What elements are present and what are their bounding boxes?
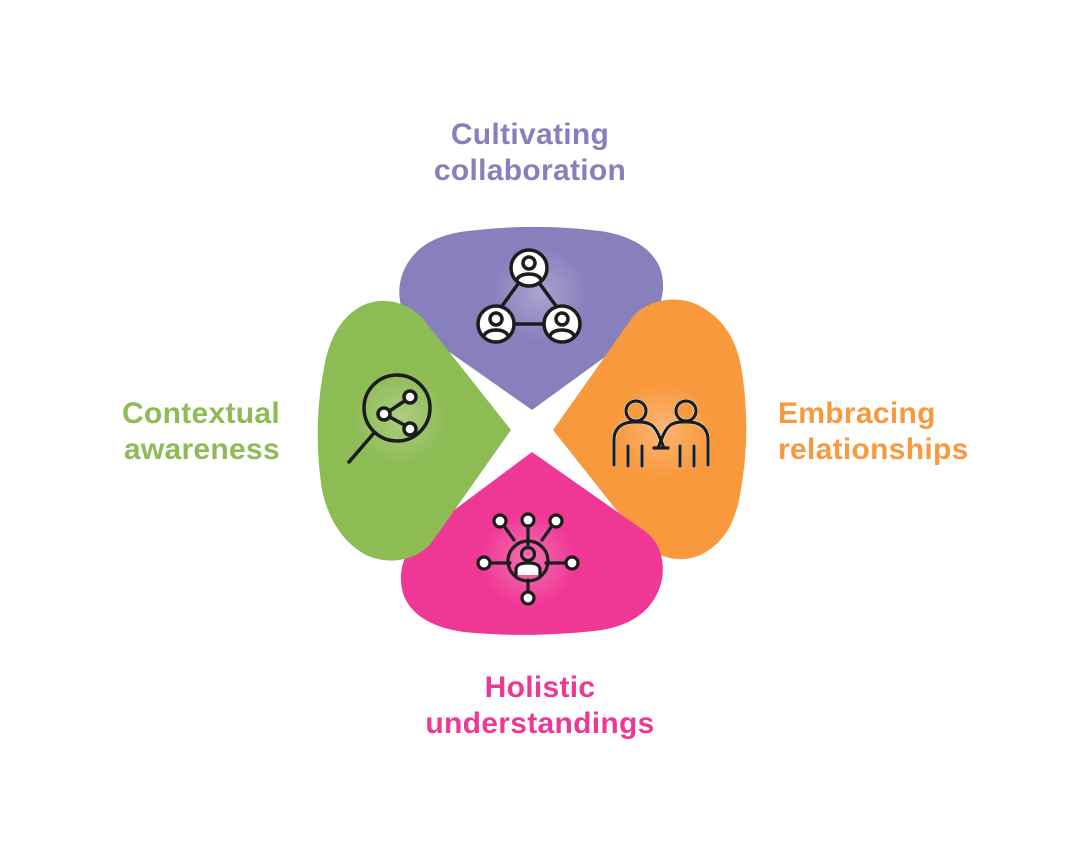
- person-network-icon: [476, 512, 580, 606]
- label-line-1: Contextual: [121, 397, 280, 430]
- people-outline-icon: [612, 399, 710, 468]
- label-holistic-understandings: Holistic understandings: [340, 670, 740, 742]
- label-line-1: Cultivating: [450, 118, 610, 151]
- label-line-2: understandings: [425, 707, 655, 740]
- label-line-2: relationships: [778, 433, 969, 466]
- label-line-1: Embracing: [778, 397, 936, 430]
- label-line-2: awareness: [123, 433, 280, 466]
- label-line-2: collaboration: [433, 154, 627, 187]
- label-cultivating-collaboration: Cultivating collaboration: [340, 117, 720, 189]
- label-contextual-awareness: Contextual awareness: [40, 396, 280, 468]
- label-line-1: Holistic: [484, 671, 596, 704]
- team-network-icon: [476, 248, 582, 344]
- label-embracing-relationships: Embracing relationships: [778, 396, 1078, 468]
- magnifier-share-icon: [347, 373, 432, 464]
